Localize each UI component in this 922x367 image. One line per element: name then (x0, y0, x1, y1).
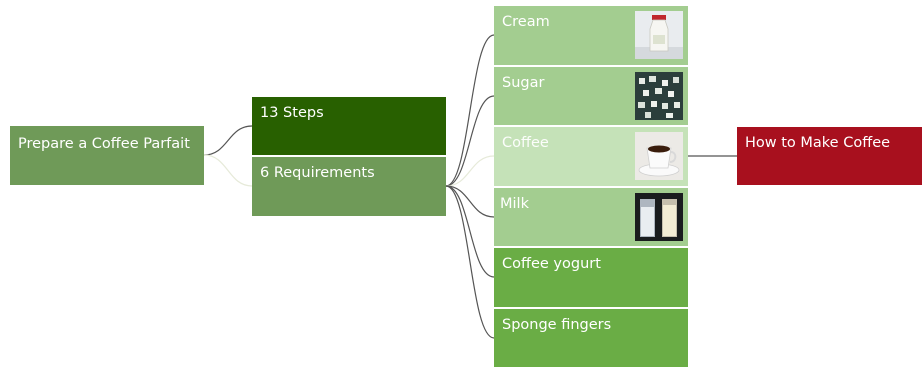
how-to-make-coffee-label: How to Make Coffee (745, 135, 891, 151)
connector-req-coffee-yogurt (445, 185, 495, 278)
connector-req-milk (445, 185, 495, 218)
cream-bottle-photo (635, 11, 683, 59)
requirement-coffee[interactable]: Coffee (494, 127, 688, 186)
connector-req-sponge-fingers (445, 185, 495, 339)
sugar-cubes-photo (635, 72, 683, 120)
requirement-milk-label: Milk (500, 196, 529, 212)
requirement-cream[interactable]: Cream (494, 6, 688, 65)
requirement-milk[interactable]: Milk (494, 188, 688, 246)
steps-node[interactable]: 13 Steps (252, 97, 446, 155)
requirements-node[interactable]: 6 Requirements (252, 157, 446, 216)
connector-root-requirements (203, 154, 253, 187)
root-node[interactable]: Prepare a Coffee Parfait (10, 126, 204, 185)
connector-root-steps (203, 125, 253, 156)
connector-req-sugar (445, 95, 495, 187)
connector-req-coffee (445, 155, 495, 187)
requirement-coffee-yogurt[interactable]: Coffee yogurt (494, 248, 688, 307)
requirement-sponge-fingers-label: Sponge fingers (502, 317, 612, 333)
requirements-node-label: 6 Requirements (260, 165, 375, 181)
steps-node-label: 13 Steps (260, 105, 324, 121)
requirement-cream-label: Cream (502, 14, 550, 30)
requirement-sugar-label: Sugar (502, 75, 545, 91)
milk-glasses-photo (635, 193, 683, 241)
requirement-sugar[interactable]: Sugar (494, 67, 688, 125)
coffee-cup-photo (635, 132, 683, 180)
requirement-coffee-yogurt-label: Coffee yogurt (502, 256, 601, 272)
requirement-sponge-fingers[interactable]: Sponge fingers (494, 309, 688, 367)
root-node-label: Prepare a Coffee Parfait (18, 136, 190, 152)
requirement-coffee-label: Coffee (502, 135, 549, 151)
how-to-make-coffee-link[interactable]: How to Make Coffee (737, 127, 922, 185)
connector-req-cream (445, 34, 495, 187)
